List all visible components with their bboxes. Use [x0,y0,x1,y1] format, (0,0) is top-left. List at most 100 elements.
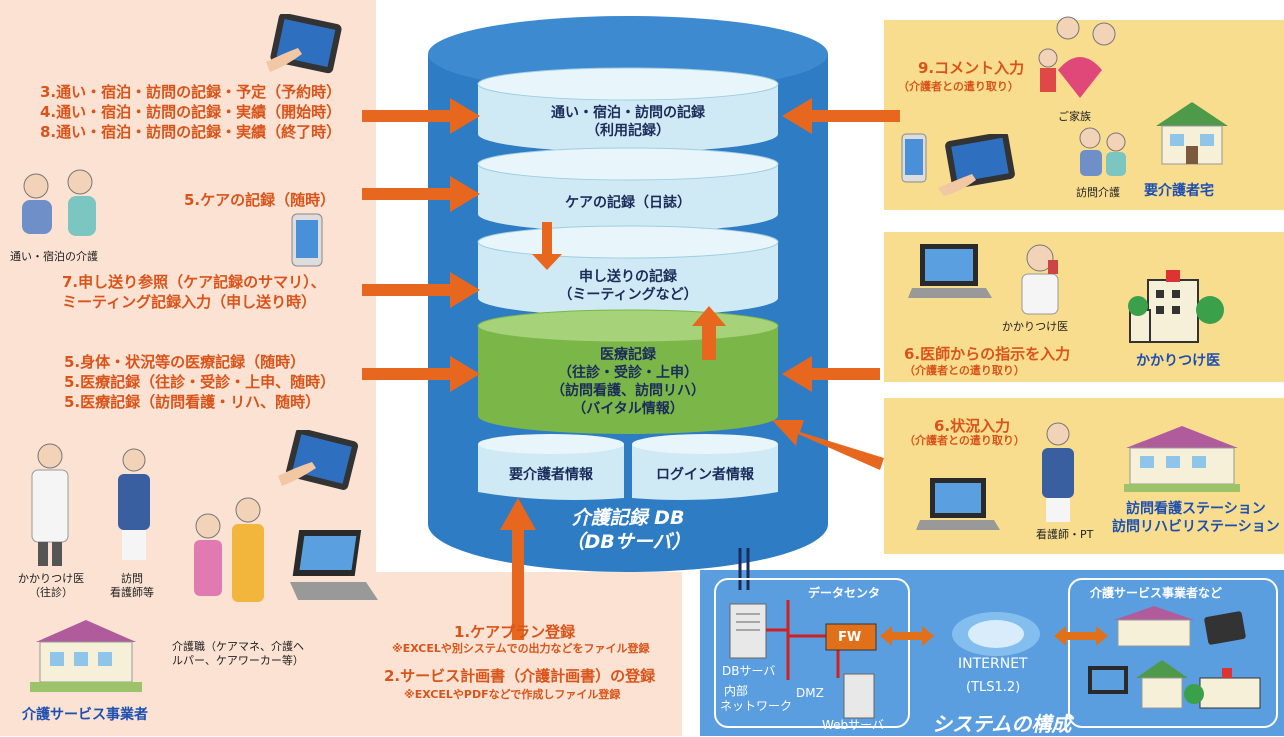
careplan-note: ※EXCELや別システムでの出力などをファイル登録 [392,642,650,655]
arrow-careplan [500,498,536,640]
medical-record-body: 5.身体・状況等の医療記録（随時） [64,353,306,371]
system-title: システムの構成 [932,712,1072,736]
home-title: 要介護者宅 [1144,183,1214,199]
db-layer-usage-title: 通い・宿泊・訪問の記録 [551,105,705,121]
comment-input-sub: （介護者との遣り取り） [898,80,1019,93]
tablet-3-icon [938,134,1015,196]
handover-line1: 7.申し送り参照（ケア記録のサマリ）、 [62,273,326,291]
db-layer-care-record: ケアの記録（日誌） [565,195,691,211]
house-icon [1156,102,1228,165]
status-input-sub: （介護者との遣り取り） [904,434,1025,447]
internal-network-label: 内部 ネットワーク [720,684,792,714]
smartphone-icon [291,213,323,267]
laptop-2-icon [908,244,992,298]
station-building-icon [1124,426,1240,492]
provider-building-icon [30,620,142,692]
providers-label: 介護サービス事業者など [1090,586,1223,600]
medical-record-visit: 5.医療記録（往診・受診・上申、随時） [64,373,336,391]
visit-record-start: 4.通い・宿泊・訪問の記録・実績（開始時） [40,103,342,121]
db-layer-medical-line2: （訪問看護、訪問リハ） [551,383,705,399]
careworker-caption-line2: ルパー、ケアワーカー等） [172,654,304,667]
station-title: 訪問看護ステーション 訪問リハビリステーション [1112,500,1280,536]
visit-record-end: 8.通い・宿泊・訪問の記録・実績（終了時） [40,123,342,141]
tablet-icon [266,14,342,74]
handover-line2: ミーティング記録入力（申し送り時） [62,293,317,311]
internet-label: INTERNET [958,656,1028,672]
nurse-caption-line1: 訪問 [121,572,143,585]
db-name-title: 介護記録 DB [571,507,685,529]
visit-record-reservation: 3.通い・宿泊・訪問の記録・予定（予約時） [40,83,342,101]
nurse-illustration-icon [118,448,150,560]
db-layer-handover-sub: （ミーティングなど） [558,287,698,303]
family-doctor-title: かかりつけ医 [1136,353,1221,369]
db-layer-usage-sub: （利用記録） [586,123,670,139]
laptop-icon [290,530,378,600]
day-care-caption: 通い・宿泊の介護 [10,250,98,263]
db-cylinder [428,16,828,572]
laptop-3-icon [916,478,1000,530]
status-input-label: 6.状況入力 [934,417,1011,435]
internal-network-line1: 内部 [724,684,749,698]
nurse-caption: 訪問 看護師等 [110,572,154,600]
smartphone-2-icon [901,133,927,183]
tablet-2-icon [278,430,359,490]
db-layer-medical-line1: （往診・受診・上申） [558,365,698,381]
service-plan-label: 2.サービス計画書（介護計画書）の登録 [384,667,656,685]
arrow-medical [362,356,480,392]
internal-network-line2: ネットワーク [720,699,793,713]
doctor-caption-line1: かかりつけ医 [18,572,85,585]
family-caption: ご家族 [1058,110,1091,123]
doctor-input-label: 6.医師からの指示を入力 [904,345,1071,363]
db-login-info: ログイン者情報 [656,467,754,483]
system-diagram [729,600,1261,719]
nurse-pt-illustration-icon [1042,422,1074,522]
db-layer-medical-line3: （バイタル情報） [572,401,684,417]
dmz-label: DMZ [796,686,824,700]
station-title-nursing: 訪問看護ステーション [1126,501,1266,517]
tls-label: (TLS1.2) [966,680,1021,695]
station-title-rehab: 訪問リハビリステーション [1112,519,1280,535]
db-layer-usage-record: 通い・宿泊・訪問の記録 （利用記録） [478,104,778,140]
arrow-care-record [362,176,480,212]
db-layer-medical: 医療記録 （往診・受診・上申） （訪問看護、訪問リハ） （バイタル情報） [478,346,778,418]
datacenter-label: データセンタ [808,586,881,600]
family-doctor-illustration-icon [1021,244,1059,315]
arrow-doctor [782,356,880,392]
medical-record-list: 5.身体・状況等の医療記録（随時） 5.医療記録（往診・受診・上申、随時） 5.… [64,352,335,412]
careworkers-illustration-icon [194,497,264,602]
provider-title: 介護サービス事業者 [22,707,148,723]
db-recipient-info: 要介護者情報 [509,467,593,483]
arrow-comment [782,98,900,134]
db-layer-handover-title: 申し送りの記録 [579,269,677,285]
datacenter-box [714,578,910,728]
home-panel [884,20,1284,210]
bottom-panel [376,572,682,736]
family-illustration-icon [1038,16,1116,98]
service-plan-note: ※EXCELやPDFなどで作成しファイル登録 [404,688,621,701]
home-visit-caption: 訪問介護 [1076,186,1120,199]
day-care-illustration-icon [22,169,96,236]
doctor-illustration-icon [31,443,69,566]
web-server-label: Webサーバ [822,718,885,732]
care-record-label: 5.ケアの記録（随時） [184,191,336,209]
nurse-caption-line2: 看護師等 [110,586,154,599]
doctor-caption: かかりつけ医 （往診） [18,572,84,600]
handover-label: 7.申し送り参照（ケア記録のサマリ）、 ミーティング記録入力（申し送り時） [62,272,326,312]
arrow-handover [362,272,480,308]
db-server-label: DBサーバ [722,664,776,678]
db-layer-handover: 申し送りの記録 （ミーティングなど） [478,268,778,304]
fw-label: FW [838,630,862,645]
arrow-visit-record [362,98,480,134]
comment-input-label: 9.コメント入力 [918,59,1025,77]
careplan-label: 1.ケアプラン登録 [454,623,576,641]
family-doctor-caption: かかりつけ医 [1002,320,1069,333]
hospital-icon [1128,270,1224,343]
db-layer-medical-title: 医療記録 [600,347,656,363]
careworker-caption-line1: 介護職（ケアマネ、介護ヘ [172,640,304,653]
db-name-sub: （DBサーバ） [565,531,691,553]
left-panel [0,0,376,736]
doctor-caption-line2: （往診） [29,586,74,599]
providers-box [1068,578,1278,728]
arrow-status [772,420,884,470]
